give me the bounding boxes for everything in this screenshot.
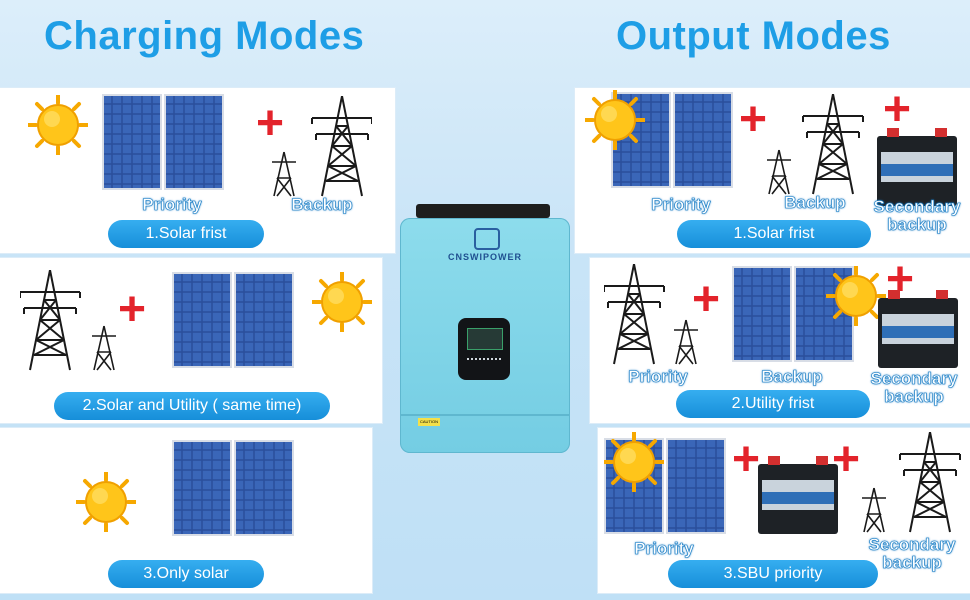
priority-label: Priority: [628, 367, 688, 386]
battery-icon: [758, 456, 838, 534]
battery-icon: [877, 128, 957, 206]
priority-label: Priority: [142, 195, 202, 214]
solar-panel-icon: [102, 94, 224, 190]
battery-icon: [878, 290, 958, 368]
power-tower-icon: [604, 264, 699, 365]
plus-icon: +: [256, 97, 285, 150]
plus-icon: +: [692, 273, 721, 326]
power-tower-icon: [272, 96, 372, 197]
solar-panel-icon: [172, 272, 294, 368]
plus-icon: +: [118, 283, 147, 336]
power-tower-icon: [20, 270, 117, 371]
priority-label: Priority: [651, 195, 711, 214]
lcd-screen: [467, 328, 503, 350]
plus-icon: +: [732, 433, 761, 486]
secondary-label: Secondary: [868, 535, 956, 554]
backup-label: Backup: [761, 367, 823, 386]
control-display: [458, 318, 510, 380]
sun-icon: [76, 472, 136, 532]
backup-label: Backup: [784, 193, 846, 212]
mode-pill: 1.Solar frist: [677, 220, 871, 248]
mode-pill: 3.Only solar: [108, 560, 264, 588]
mode-pill: 2.Solar and Utility ( same time): [54, 392, 330, 420]
plus-icon: +: [883, 83, 912, 136]
charging-mode-3: 3.Only solar: [0, 428, 372, 593]
plus-icon: +: [739, 93, 768, 146]
charging-modes-heading: Charging Modes: [44, 14, 365, 58]
backup-label: Backup: [291, 195, 353, 214]
backup-sub-label: backup: [884, 387, 944, 406]
sun-icon: [826, 266, 886, 326]
brand-logo: [474, 228, 500, 250]
output-mode-3: + + Priority Secondary backup 3.SBU prio…: [598, 428, 970, 593]
output-mode-1: + + Priority Backup Secondary backup 1.S…: [575, 83, 970, 253]
power-tower-icon: [767, 94, 864, 195]
output-mode-2: + + Priority Backup Secondary backup 2.U…: [590, 256, 970, 423]
charging-mode-1: + Priority Backup 1.Solar frist: [0, 88, 395, 253]
sun-icon: [585, 90, 645, 150]
secondary-label: Secondary: [873, 197, 961, 216]
output-modes-heading: Output Modes: [616, 14, 891, 58]
inverter-bracket: [416, 204, 550, 218]
control-buttons: [467, 358, 501, 366]
sun-icon: [604, 432, 664, 492]
caution-label: CAUTION: [418, 418, 440, 426]
brand-name: CNSWIPOWER: [448, 252, 522, 262]
backup-sub-label: backup: [887, 215, 947, 234]
divider: [400, 414, 570, 416]
inverter: CNSWIPOWER CAUTION: [400, 218, 570, 453]
secondary-label: Secondary: [870, 369, 958, 388]
solar-panel-icon: [172, 440, 294, 536]
priority-label: Priority: [634, 539, 694, 558]
backup-sub-label: backup: [882, 553, 942, 572]
sun-icon: [28, 95, 88, 155]
sun-icon: [312, 272, 372, 332]
plus-icon: +: [832, 433, 861, 486]
mode-pill: 3.SBU priority: [668, 560, 878, 588]
mode-pill: 2.Utility frist: [676, 390, 870, 418]
charging-mode-2: + 2.Solar and Utility ( same time): [0, 258, 382, 423]
mode-pill: 1.Solar frist: [108, 220, 264, 248]
power-tower-icon: [862, 432, 961, 533]
